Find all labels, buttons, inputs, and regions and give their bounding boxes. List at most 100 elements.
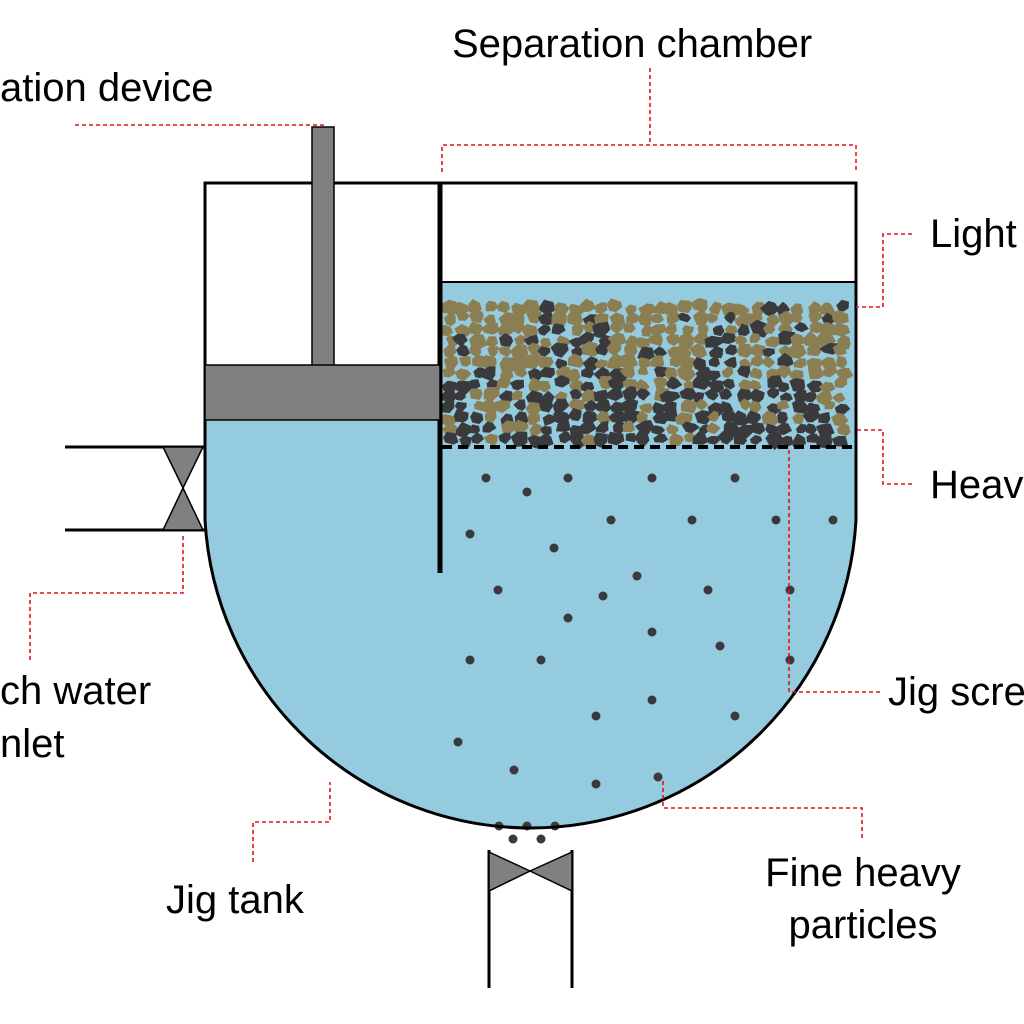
light-particle: [620, 354, 639, 368]
leader-fine-particles: [662, 778, 863, 838]
heavy-particle: [692, 372, 712, 390]
light-particle: [764, 336, 781, 348]
light-particle: [819, 302, 837, 317]
light-particle: [480, 322, 500, 335]
light-particle: [456, 311, 470, 321]
light-particle: [682, 325, 695, 338]
light-particle: [762, 323, 776, 334]
heavy-particle: [441, 389, 458, 404]
heavy-particle: [717, 430, 734, 445]
light-particle: [778, 344, 793, 360]
heavy-particle: [540, 425, 552, 437]
separation-chamber-label: Separation chamber: [452, 22, 813, 66]
heavy-particle: [454, 401, 467, 412]
light-particle: [606, 341, 622, 356]
light-particle: [666, 333, 681, 347]
heavy-particle: [622, 386, 638, 400]
light-particle: [836, 423, 851, 437]
heavy-particle: [666, 376, 683, 390]
fine-heavy-particle: [647, 695, 657, 705]
light-particle: [568, 353, 585, 368]
heavy-particle: [750, 422, 766, 435]
heavy-particle: [654, 366, 668, 378]
inlet-valve-icon: [161, 446, 205, 531]
heavy-particle: [681, 421, 700, 434]
heavy-particle: [569, 388, 583, 400]
heavy-particle: [555, 419, 571, 432]
heavy-particle: [720, 401, 734, 414]
fine-heavy-particle: [730, 473, 740, 483]
heavy-particle: [513, 399, 526, 411]
heavy-particle: [777, 411, 788, 424]
light-particle: [683, 432, 696, 443]
heavy-particle: [762, 347, 775, 357]
light-particle: [565, 368, 581, 383]
fine-heavy-particle: [536, 655, 546, 665]
heavy-particle: [635, 388, 651, 401]
heavy-particle: [704, 335, 725, 348]
light-particle: [452, 301, 470, 317]
fine-heavy-particle: [598, 591, 608, 601]
light-particle: [581, 389, 597, 404]
light-particle: [572, 323, 585, 337]
light-particle: [665, 323, 677, 335]
light-particle: [705, 312, 718, 323]
heavy-particle: [568, 431, 587, 450]
leader-vibration-device: [75, 124, 324, 127]
heavy-particle: [719, 387, 733, 400]
heavy-particle: [652, 409, 668, 425]
heavy-particle: [569, 408, 582, 422]
light-particle: [647, 333, 663, 347]
heavy-particle: [792, 433, 806, 448]
light-particle: [514, 334, 527, 345]
light-particle: [634, 379, 650, 392]
light-particle: [791, 312, 803, 323]
fine-heavy-particle: [785, 655, 795, 665]
light-particle: [669, 432, 684, 447]
heavy-particle: [775, 423, 792, 436]
light-particle: [808, 311, 823, 323]
heavy-particle: [537, 346, 551, 357]
fine-heavy-particles-label-line1: Fine heavy: [765, 851, 961, 895]
light-particle: [734, 313, 753, 327]
fine-heavy-particle: [632, 571, 642, 581]
leader-jig-tank: [252, 782, 331, 862]
heavy-particle: [802, 409, 821, 423]
light-particle: [526, 311, 542, 324]
light-particle: [609, 320, 624, 334]
light-particle: [649, 313, 664, 324]
light-particle: [529, 422, 544, 437]
light-particle: [831, 310, 849, 324]
light-particle: [637, 312, 652, 327]
heavy-particle: [455, 421, 473, 439]
heavy-particle: [749, 388, 765, 403]
light-particle: [676, 365, 697, 383]
light-particle: [736, 342, 754, 358]
fine-heavy-particle: [563, 473, 573, 483]
heavy-particle: [659, 390, 681, 403]
heavy-particle: [612, 420, 627, 434]
fine-heavy-particle: [606, 515, 616, 525]
heavy-particle: [707, 370, 721, 381]
fine-heavy-particle: [465, 529, 475, 539]
light-particle: [641, 324, 654, 337]
light-particle: [678, 334, 694, 351]
light-particle: [501, 420, 517, 433]
light-particle: [622, 420, 636, 433]
heavy-particle: [470, 432, 484, 444]
heavy-particle: [470, 411, 484, 425]
light-particle: [521, 323, 538, 338]
light-particle: [497, 346, 512, 358]
light-particle: [792, 412, 805, 425]
heavy-particle: [525, 390, 544, 405]
heavy-particle: [553, 410, 572, 426]
heavy-particle: [498, 390, 515, 402]
light-particle: [458, 356, 472, 368]
heavy-particle: [725, 344, 738, 356]
heavy-particle: [677, 312, 692, 323]
fine-heavy-particle: [730, 711, 740, 721]
light-particle: [496, 300, 510, 314]
particle-bed: [439, 297, 854, 450]
light-particle: [568, 398, 587, 412]
light-particle: [606, 298, 623, 313]
